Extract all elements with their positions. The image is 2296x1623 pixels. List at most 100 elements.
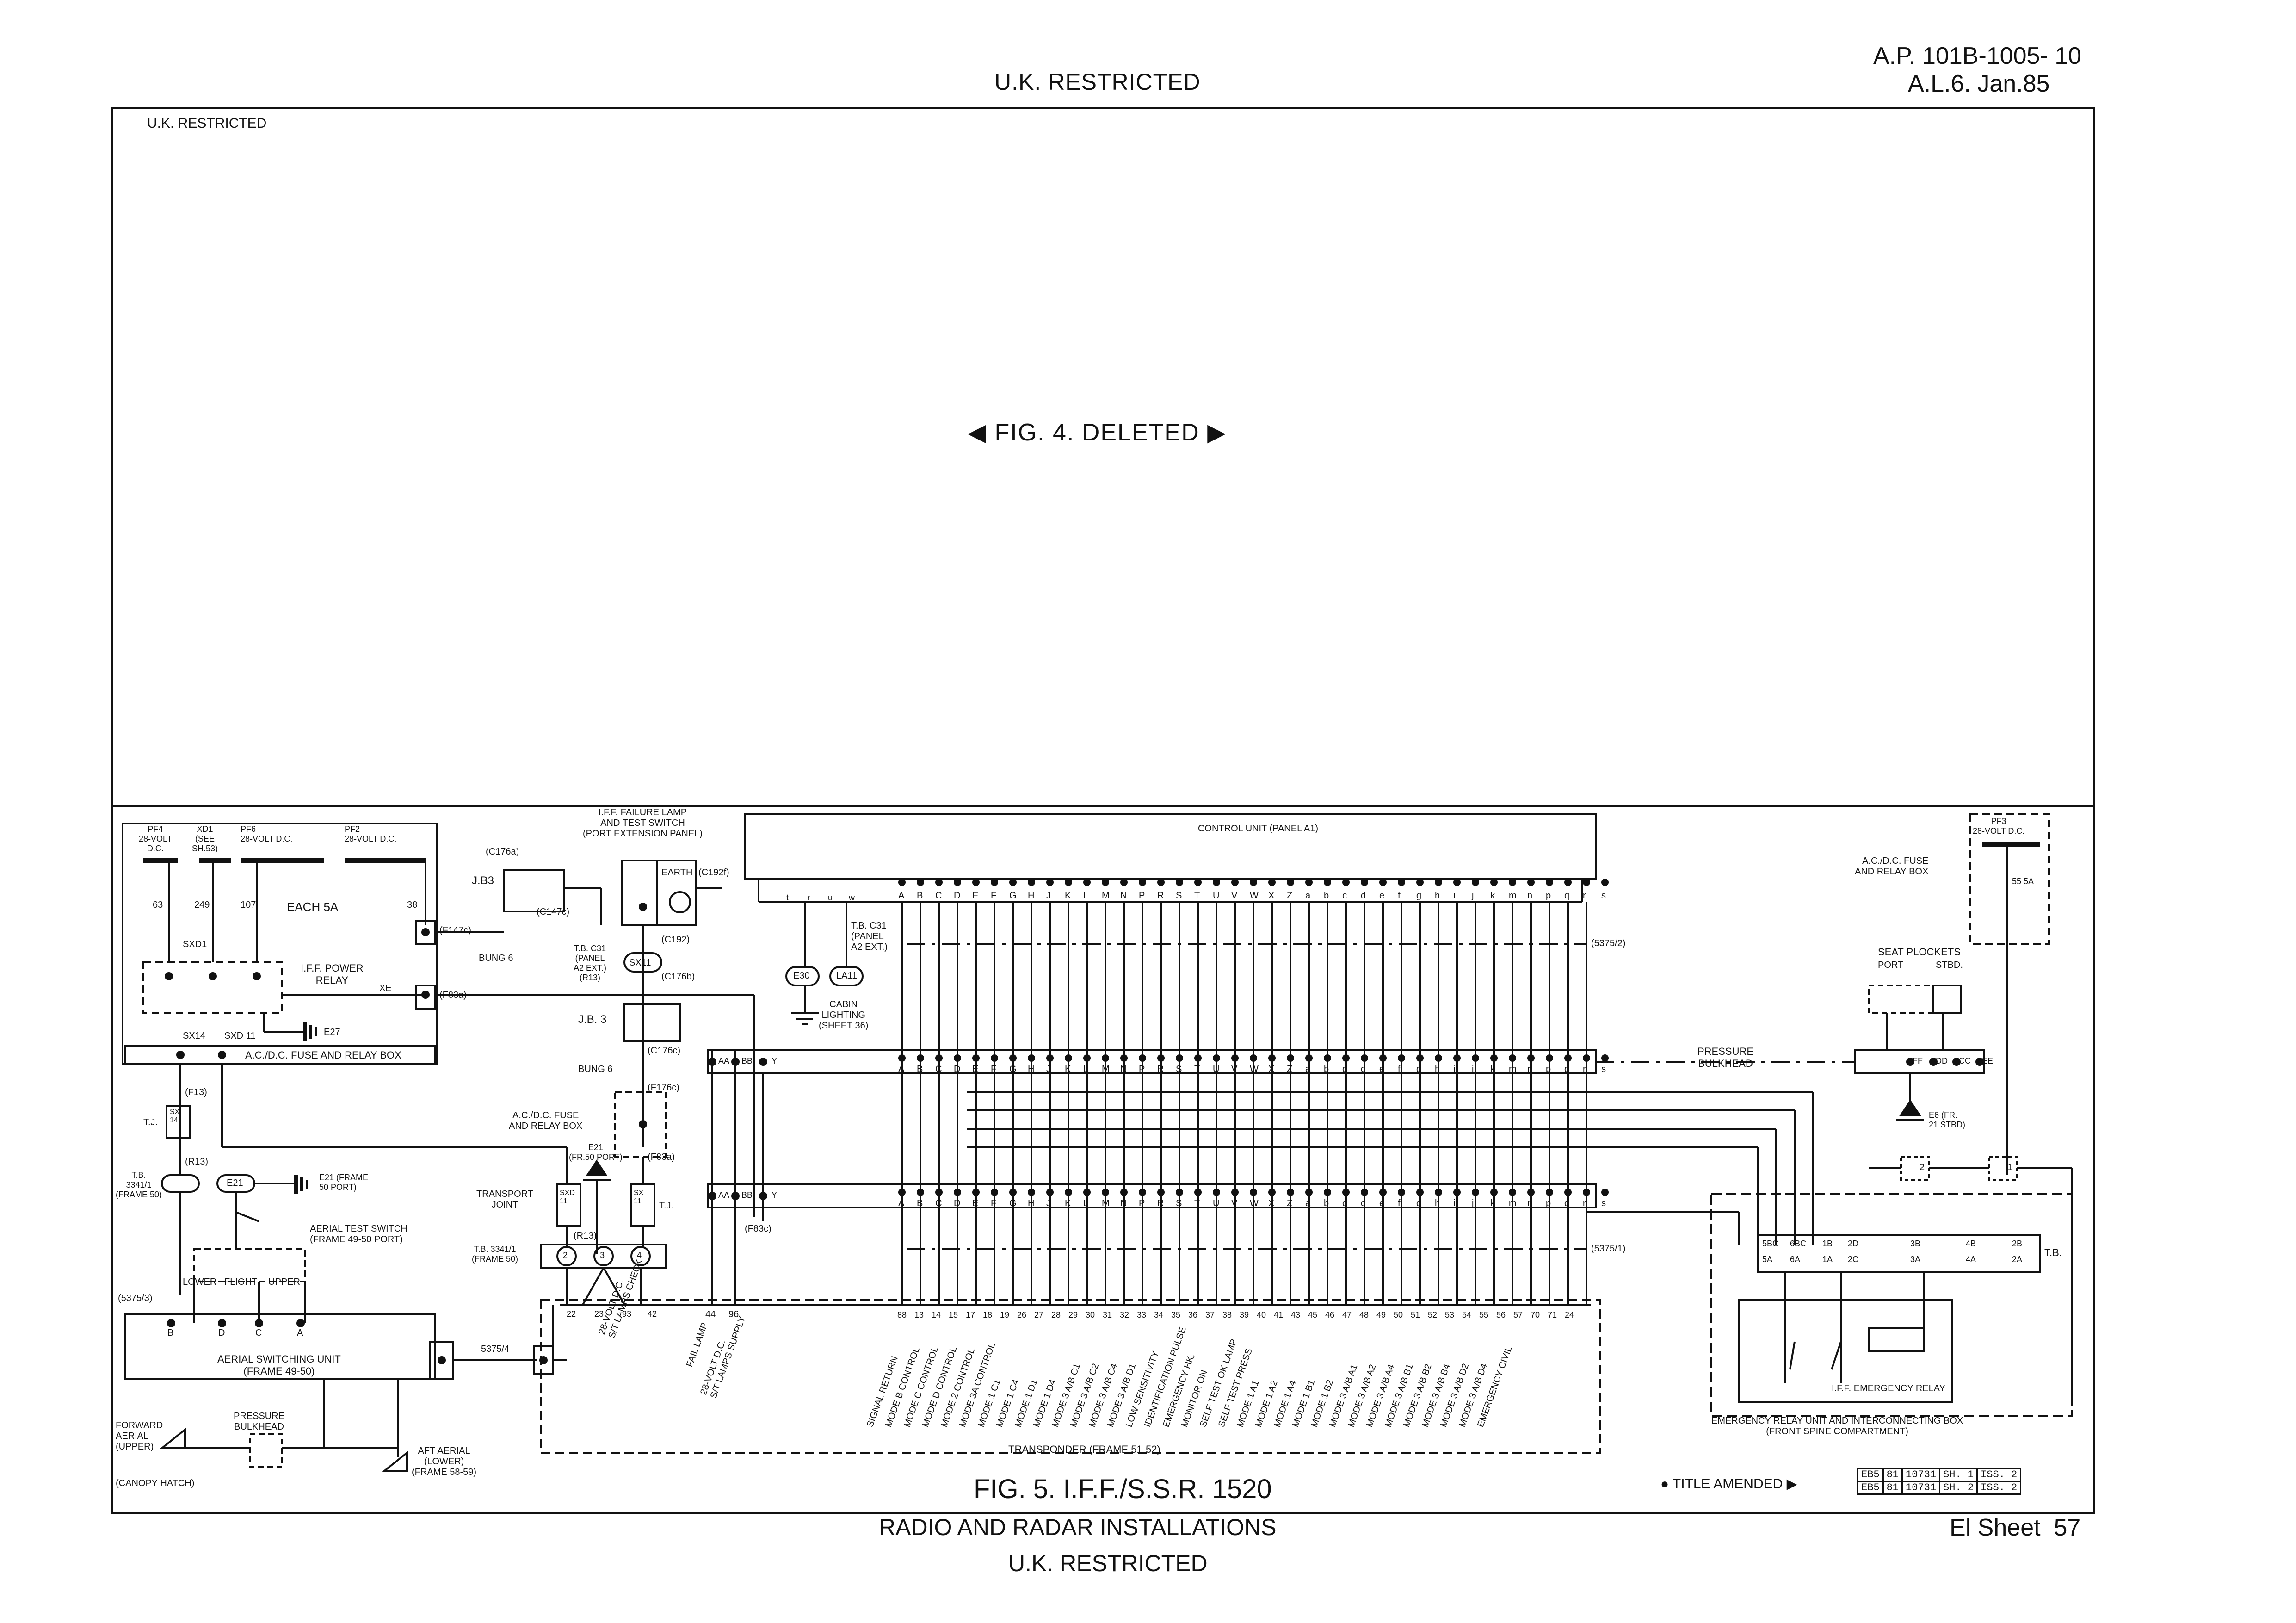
transponder-pin-label: 37 [1205,1310,1215,1319]
connector-pin-dot [1120,1054,1128,1062]
connector-pin-label: B [917,1198,923,1208]
transponder-pin-label: 31 [1103,1310,1112,1319]
connector-pin-dot [1287,1054,1294,1062]
e21-frame-label: E21 (FRAME 50 PORT) [319,1173,369,1192]
pf4-label: PF4 28-VOLT D.C. [139,824,172,853]
control-unit-pin-label: q [1564,891,1569,901]
pf6-label: PF6 28-VOLT D.C. [241,824,293,843]
tb-terminal-4: 4 [637,1251,642,1260]
connector-pin-dot [1120,1189,1128,1196]
f83a-label: (F83a) [439,990,467,1000]
tb-right-label: T.B. [2044,1247,2062,1258]
connector-pin-label: c [1342,1198,1347,1208]
top-classification: U.K. RESTRICTED [994,69,1201,95]
connector-pin-label: C [935,1064,942,1074]
connector-pin-dot [1342,879,1350,886]
transponder-pin-label: 18 [983,1310,992,1319]
tb-wire-93: 93 [622,1309,632,1319]
connector-pin-dot [1546,1054,1553,1062]
e27-label: E27 [324,1027,340,1037]
connector-pin-label: D [954,1198,960,1208]
transponder-pin-label: 39 [1240,1310,1249,1319]
s5375-3-label: (5375/3) [118,1293,153,1303]
connector-pin-label: S [1176,1198,1182,1208]
connector-pin-dot [1231,879,1239,886]
tb-right-bottom-terminal: 5A [1762,1255,1773,1264]
connector-pin-label: f [1398,1064,1401,1074]
connector-pin-dot [1065,1189,1072,1196]
deleted-notice: ◀ FIG. 4. DELETED ▶ [968,419,1227,446]
control-unit-pin-label: Z [1287,891,1292,901]
connector-pin-label: B [917,1064,923,1074]
frame-classification: U.K. RESTRICTED [147,116,267,131]
connector-pin-dot [1398,1189,1405,1196]
connector-pin-dot [1139,1189,1146,1196]
connector-pin-dot [1028,879,1035,886]
control-unit-pin-label: C [935,891,942,901]
tb3341-mid-label: T.B. 3341/1 (FRAME 50) [472,1245,518,1264]
control-unit-pin-label: i [1453,891,1455,901]
c192-label: (C192) [661,935,690,945]
control-unit-pin-label: c [1342,891,1347,901]
transponder-pin-label: 71 [1548,1310,1557,1319]
control-unit-pin-label: G [1009,891,1017,901]
control-unit-pin-label: a [1305,891,1311,901]
transponder-pin-label: 27 [1034,1310,1043,1319]
connector-pin-dot [1583,1054,1590,1062]
sx14-label: SX14 [183,1031,205,1041]
tb-wire-23: 23 [594,1309,604,1319]
connector-pin-label: b [1324,1198,1329,1208]
tb-right-bottom-terminal: 2A [2012,1255,2023,1264]
sx11-box-label: SX 11 [634,1189,644,1205]
sheet-number: El Sheet 57 [1950,1514,2081,1541]
connector-pin-dot [954,879,961,886]
connector-pin-dot [917,1054,924,1062]
bulkhead-pin-aa: AA [718,1056,730,1065]
connector-pin-label: k [1490,1198,1495,1208]
wire-107: 107 [241,900,256,910]
control-unit-pin-label: j [1471,891,1474,901]
connector-pin-dot [1527,1054,1535,1062]
tb-right-top-terminal: 6BC [1790,1239,1807,1248]
connector-pin-dot [1305,1189,1313,1196]
connector-pin-label: D [954,1064,960,1074]
transponder-pin-label: 36 [1188,1310,1197,1319]
connector-pin-label: d [1361,1198,1366,1208]
connector-pin-label: m [1509,1198,1517,1208]
connector-pin-dot [1324,879,1331,886]
forward-aerial-label: FORWARD AERIAL (UPPER) [116,1420,163,1452]
emergency-relay-label: I.F.F. EMERGENCY RELAY [1832,1383,1945,1394]
control-unit-pin-label: M [1102,891,1110,901]
connector-pin-dot [1472,1054,1479,1062]
control-unit-pin-label: m [1509,891,1517,901]
f147c-label: (F147c) [439,925,471,935]
connector-pin-dot [1435,1189,1442,1196]
connector-pin-label: r [1583,1198,1586,1208]
connector-pin-dot [1046,1054,1054,1062]
connector-pin-dot [1416,879,1424,886]
tb-right-bottom-terminal: 4A [1966,1255,1976,1264]
cu-pin-u: u [828,893,833,902]
connector-pin-dot [1287,879,1294,886]
connector-pin-label: C [935,1198,942,1208]
connector-pin-dot [1268,1189,1276,1196]
control-unit-pin-label: d [1361,891,1366,901]
wire-63: 63 [153,900,163,910]
control-unit-pin-label: X [1268,891,1274,901]
aerial-test-switch-label: AERIAL TEST SWITCH (FRAME 49-50 PORT) [310,1224,407,1245]
bullet-icon: ● [1660,1476,1673,1492]
transponder-pin-label: 19 [1000,1310,1009,1319]
connector-pin-dot [1157,1054,1165,1062]
connector-pin-label: g [1416,1198,1421,1208]
control-unit-pin-label: e [1379,891,1384,901]
control-unit-pin-label: K [1065,891,1071,901]
connector-pin-label: k [1490,1064,1495,1074]
connector-pin-dot [1194,879,1202,886]
tb-right-top-terminal: 4B [1966,1239,1976,1248]
amendment-cell: SH. 1 [1939,1468,1978,1482]
tb-right-bottom-terminal: 3A [1910,1255,1921,1264]
connector-pin-dot [1490,1189,1498,1196]
connector-pin-dot [1194,1054,1202,1062]
